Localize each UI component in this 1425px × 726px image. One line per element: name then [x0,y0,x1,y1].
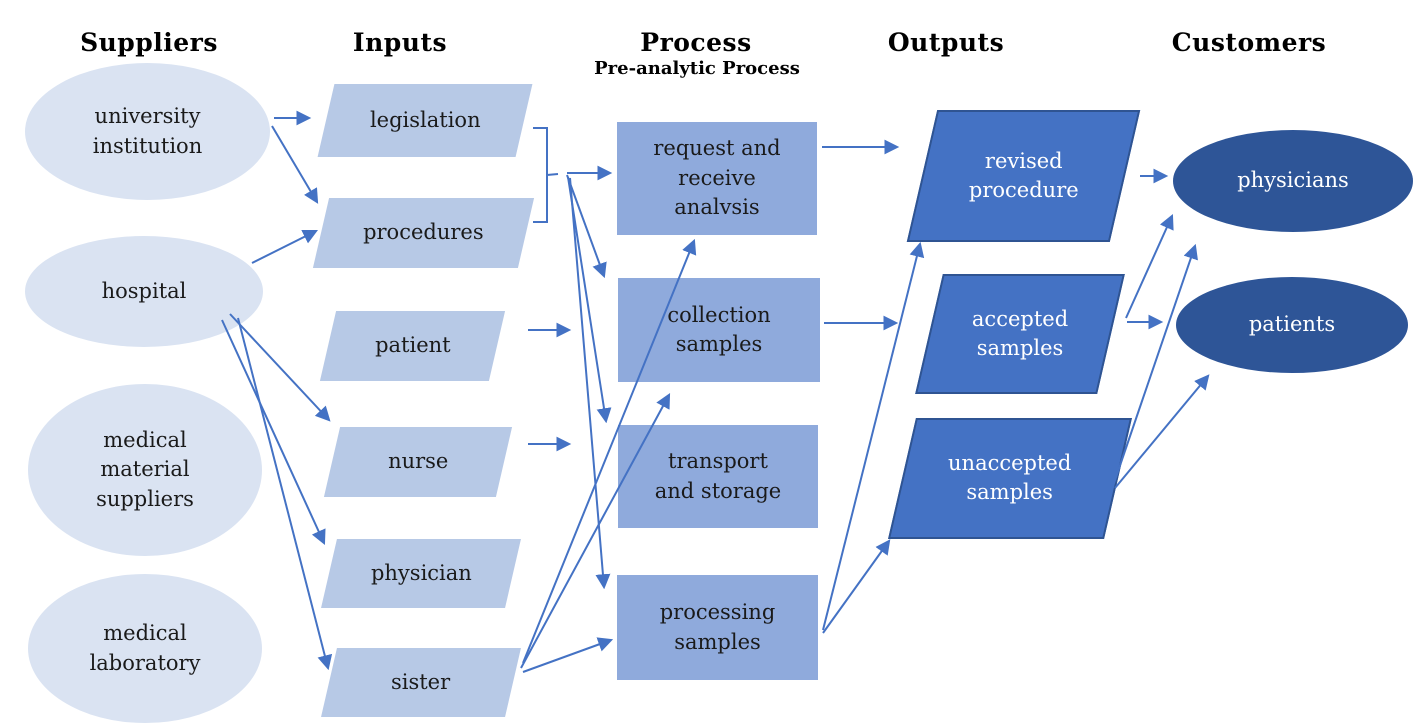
edge-hospital-to-nurse [229,313,331,422]
legislation-procedures-brace-connector [533,127,559,223]
edge-accepted-samples-to-physicians [1125,213,1174,319]
edge-hospital-to-procedures [251,229,319,264]
edge-unaccepted-samples-to-physicians [1112,243,1198,487]
column-header-inputs: Inputs [352,28,448,57]
customer-patients-label: patients [1248,312,1336,337]
output-unaccepted-samples-label: unaccepted samples [948,451,1072,505]
input-procedures-label: procedures [363,220,484,245]
input-patient-label: patient [374,333,451,358]
process-processing-samples: processing samples [617,575,818,680]
supplier-university-institution-label: university institution [92,104,203,158]
supplier-university-institution: university institution [25,63,270,200]
process-request-and-receive-analysis-label: request and receive analvsis [653,136,781,220]
edge-processing-samples-to-revised-procedure [822,241,925,631]
edge-sister-to-processing-samples [522,637,614,673]
edge-legislation-procedures-group-to-transport-and-storage [567,176,612,424]
supplier-medical-laboratory: medical laboratory [28,574,262,723]
process-collection-samples-label: collection samples [667,302,771,356]
supplier-medical-material-suppliers-label: medical material suppliers [96,427,194,511]
customer-physicians-label: physicians [1237,168,1349,193]
input-nurse: nurse [323,427,513,497]
output-accepted-samples: accepted samples [915,274,1125,394]
edge-legislation-procedures-group-to-processing-samples [569,177,611,590]
column-header-process: Process [640,28,752,57]
output-accepted-samples-label: accepted samples [971,306,1069,360]
input-physician-label: physician [370,560,472,585]
supplier-medical-laboratory-label: medical laboratory [89,621,201,675]
process-transport-and-storage: transport and storage [618,425,818,528]
supplier-hospital: hospital [25,236,263,347]
edge-processing-samples-to-unaccepted-samples [822,539,891,634]
customer-patients: patients [1176,277,1408,373]
edge-unaccepted-samples-to-patients [1114,374,1210,489]
process-transport-and-storage-label: transport and storage [654,449,782,503]
input-physician: physician [321,539,521,608]
input-sister-label: sister [391,669,451,694]
column-header-suppliers: Suppliers [80,28,218,57]
edge-legislation-procedures-group-to-collection-samples [566,174,607,279]
customer-physicians: physicians [1173,130,1413,232]
column-header-customers: Customers [1171,28,1327,57]
input-sister: sister [321,648,521,717]
output-revised-procedure: revised procedure [906,110,1141,242]
column-header-outputs: Outputs [887,28,1005,57]
supplier-hospital-label: hospital [101,278,187,303]
column-subheader-pre-analytic-process: Pre-analytic Process [594,58,800,79]
input-legislation-label: legislation [369,107,481,132]
supplier-medical-material-suppliers: medical material suppliers [28,384,262,556]
input-legislation: legislation [317,84,533,157]
process-request-and-receive-analysis: request and receive analvsis [617,122,817,235]
input-nurse-label: nurse [387,449,449,474]
input-patient: patient [319,311,506,381]
process-collection-samples: collection samples [618,278,820,382]
output-revised-procedure-label: revised procedure [968,148,1079,202]
input-procedures: procedures [312,198,535,268]
edge-university-institution-to-procedures [271,125,319,204]
output-unaccepted-samples: unaccepted samples [888,418,1132,539]
process-processing-samples-label: processing samples [659,600,776,654]
